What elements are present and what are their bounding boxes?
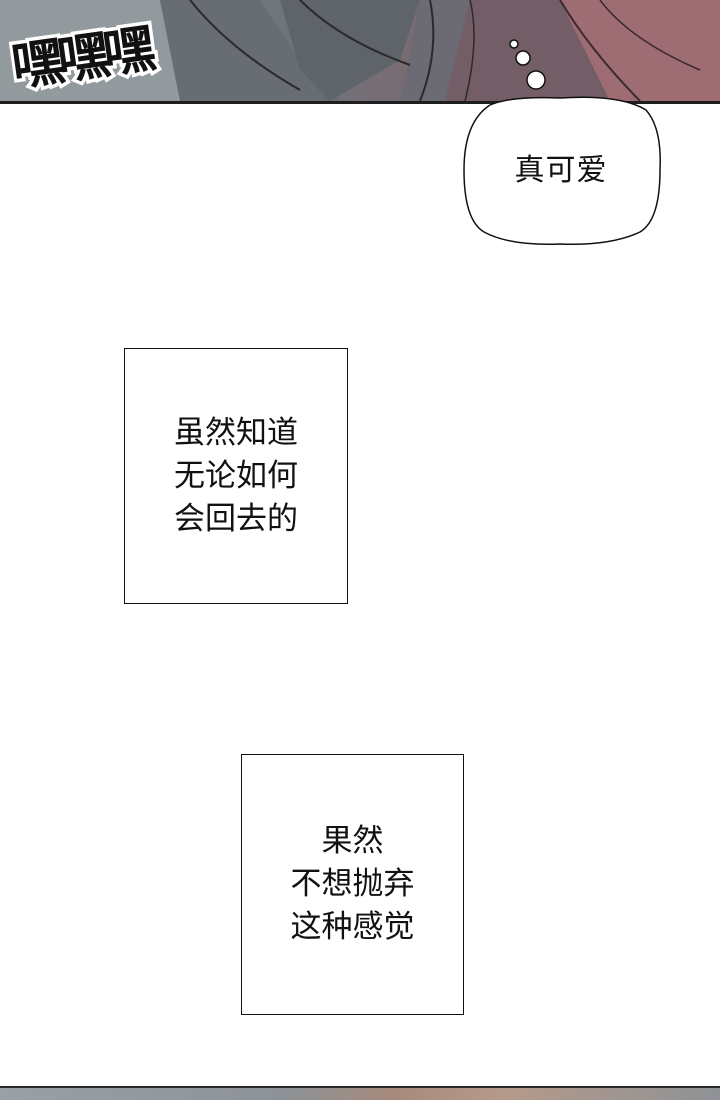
bottom-comic-panel [0,1086,720,1100]
sfx-laugh-text: 嘿嘿嘿 [8,19,159,98]
narration-box-1: 虽然知道 无论如何 会回去的 [124,348,348,604]
narration-line: 会回去的 [174,500,298,537]
top-panel-artwork [0,0,720,101]
narration-line: 虽然知道 [174,414,298,451]
top-comic-panel [0,0,720,104]
narration-line: 这种感觉 [290,909,415,945]
sfx-laugh: 嘿嘿嘿 [5,15,163,101]
narration-box-2: 果然 不想抛弃 这种感觉 [241,754,464,1015]
speech-bubble-shape [463,39,661,245]
narration-line: 果然 [321,823,384,859]
speech-bubble-text: 真可爱 [514,153,608,188]
narration-line: 无论如何 [174,457,298,494]
narration-line: 不想抛弃 [290,866,415,902]
